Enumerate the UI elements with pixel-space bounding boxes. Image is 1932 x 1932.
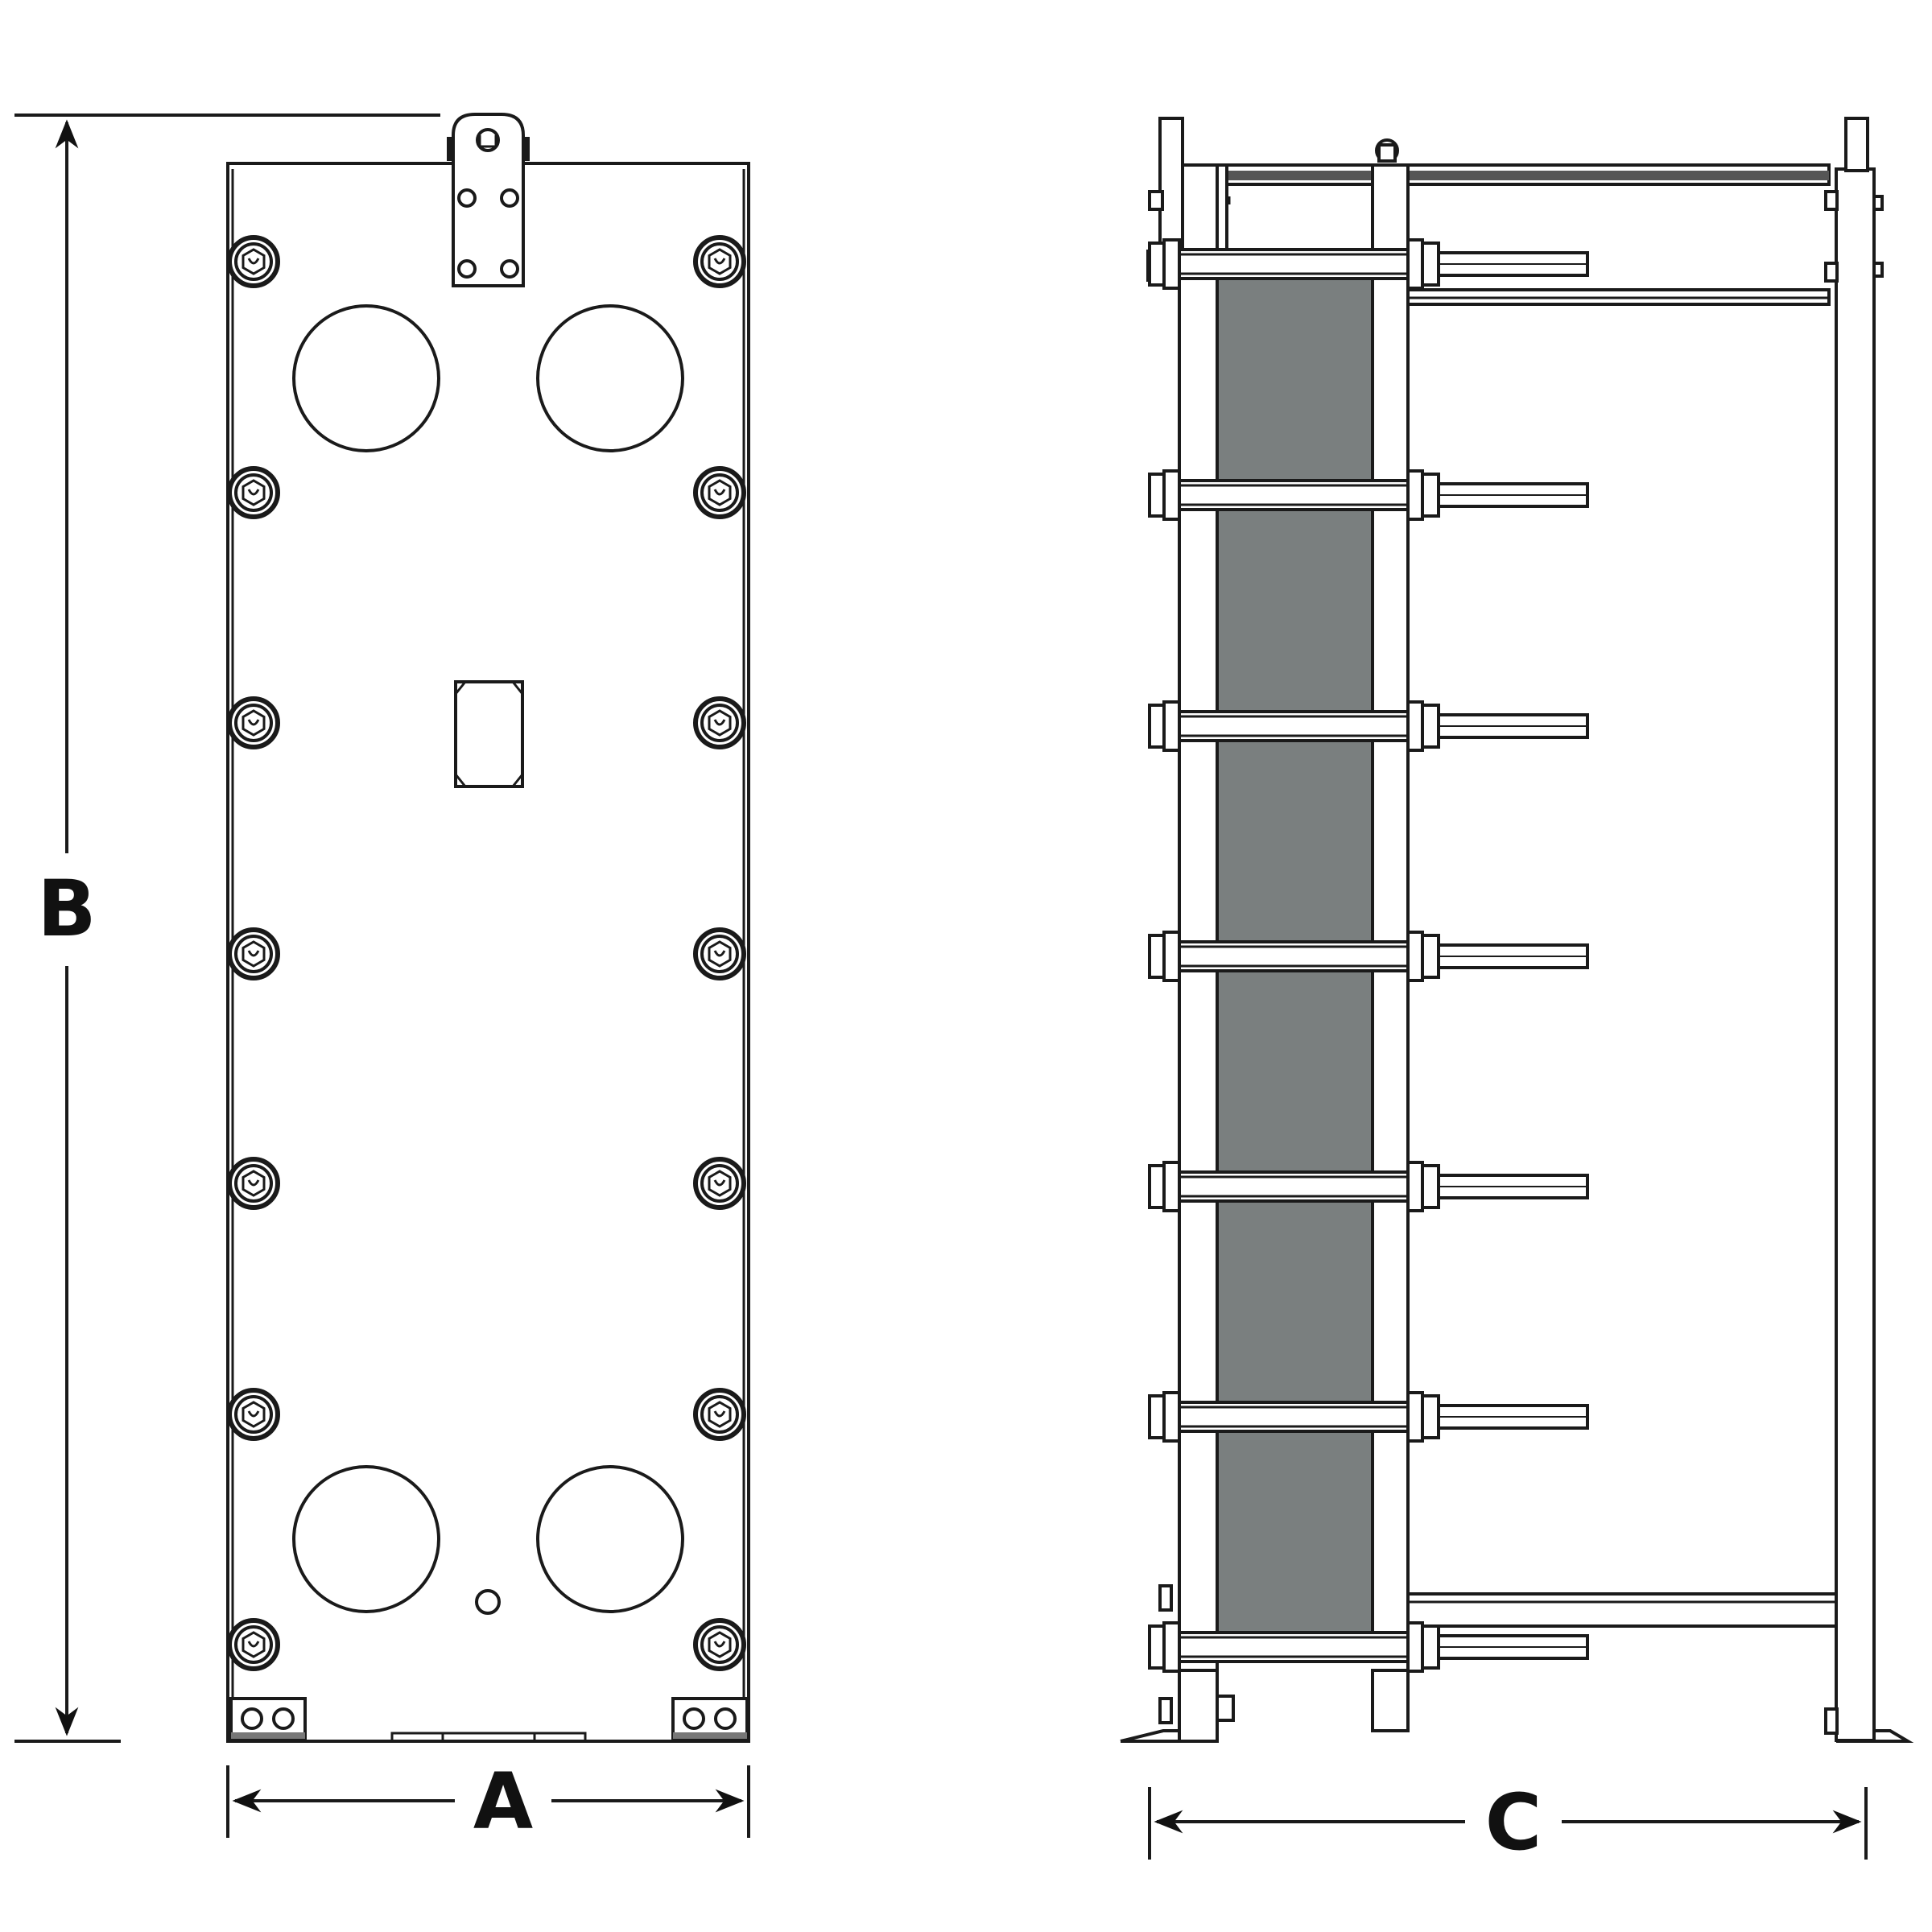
bracket bbox=[1158, 1697, 1173, 1724]
bolt-icon bbox=[227, 466, 280, 519]
side-view: C bbox=[1120, 117, 1914, 1868]
bolt-icon bbox=[693, 696, 746, 749]
guide-bar bbox=[1406, 1592, 1838, 1628]
bolt-icon bbox=[693, 466, 746, 519]
bolt-icon bbox=[227, 1157, 280, 1210]
plate-section bbox=[1178, 969, 1410, 1174]
name-plate bbox=[454, 680, 524, 788]
port-opening bbox=[292, 1465, 440, 1613]
tie-rod bbox=[1406, 700, 1589, 752]
dimension-a: A bbox=[226, 1757, 750, 1847]
plate-section bbox=[1178, 508, 1410, 713]
plate-section bbox=[1178, 1199, 1410, 1404]
bolt-icon bbox=[227, 1388, 280, 1441]
dimension-c: C bbox=[1148, 1777, 1868, 1868]
tie-rod bbox=[1406, 931, 1589, 982]
bolt-icon bbox=[693, 927, 746, 980]
pressure-plate bbox=[1371, 163, 1410, 253]
plate-section bbox=[1178, 277, 1410, 482]
nut-icon bbox=[1148, 1161, 1181, 1212]
bolt-icon bbox=[693, 235, 746, 288]
clamp-band bbox=[1178, 1631, 1410, 1663]
bolt-icon bbox=[693, 1388, 746, 1441]
plate-section bbox=[1178, 1430, 1410, 1634]
bolt-icon bbox=[227, 235, 280, 288]
drain-hole bbox=[475, 1589, 501, 1615]
nut-icon bbox=[1148, 469, 1181, 521]
clamp-band bbox=[1178, 1170, 1410, 1203]
bracket bbox=[1216, 1695, 1235, 1722]
plate-pack bbox=[1148, 238, 1589, 1724]
bolt-group bbox=[227, 235, 746, 1671]
tie-rod bbox=[1406, 1621, 1589, 1673]
frame-plate bbox=[226, 162, 750, 1743]
nut-icon bbox=[1148, 1391, 1181, 1443]
tie-rod bbox=[1406, 469, 1589, 521]
port-opening bbox=[536, 304, 684, 452]
clamp-band bbox=[1178, 1401, 1410, 1433]
tie-rod bbox=[1406, 238, 1589, 290]
port-opening bbox=[292, 304, 440, 452]
bolt-icon bbox=[693, 1618, 746, 1671]
front-view: B A bbox=[14, 113, 750, 1847]
plate-section bbox=[1178, 739, 1410, 943]
dimension-b: B bbox=[14, 114, 440, 1743]
bolt-icon bbox=[227, 1618, 280, 1671]
clamp-band bbox=[1178, 479, 1410, 511]
foot-right bbox=[671, 1697, 749, 1740]
dimension-c-label: C bbox=[1485, 1777, 1542, 1868]
lifting-lug bbox=[447, 113, 530, 287]
bolt-icon bbox=[227, 927, 280, 980]
nut-icon bbox=[1148, 238, 1181, 290]
bolt-icon bbox=[227, 696, 280, 749]
bracket bbox=[1158, 1584, 1173, 1612]
clamp-band bbox=[1178, 710, 1410, 742]
nut-icon bbox=[1148, 931, 1181, 982]
foot-left bbox=[229, 1697, 307, 1740]
port-opening bbox=[536, 1465, 684, 1613]
bolt-icon bbox=[693, 1157, 746, 1210]
clamp-band bbox=[1178, 940, 1410, 972]
tie-rod bbox=[1406, 1161, 1589, 1212]
dimension-b-label: B bbox=[37, 864, 96, 954]
tie-rod bbox=[1406, 1391, 1589, 1443]
clamp-band bbox=[1178, 248, 1410, 280]
nut-icon bbox=[1148, 700, 1181, 752]
support-column bbox=[1835, 167, 1876, 1742]
nut-icon bbox=[1148, 1621, 1181, 1673]
dimension-a-label: A bbox=[473, 1757, 533, 1847]
